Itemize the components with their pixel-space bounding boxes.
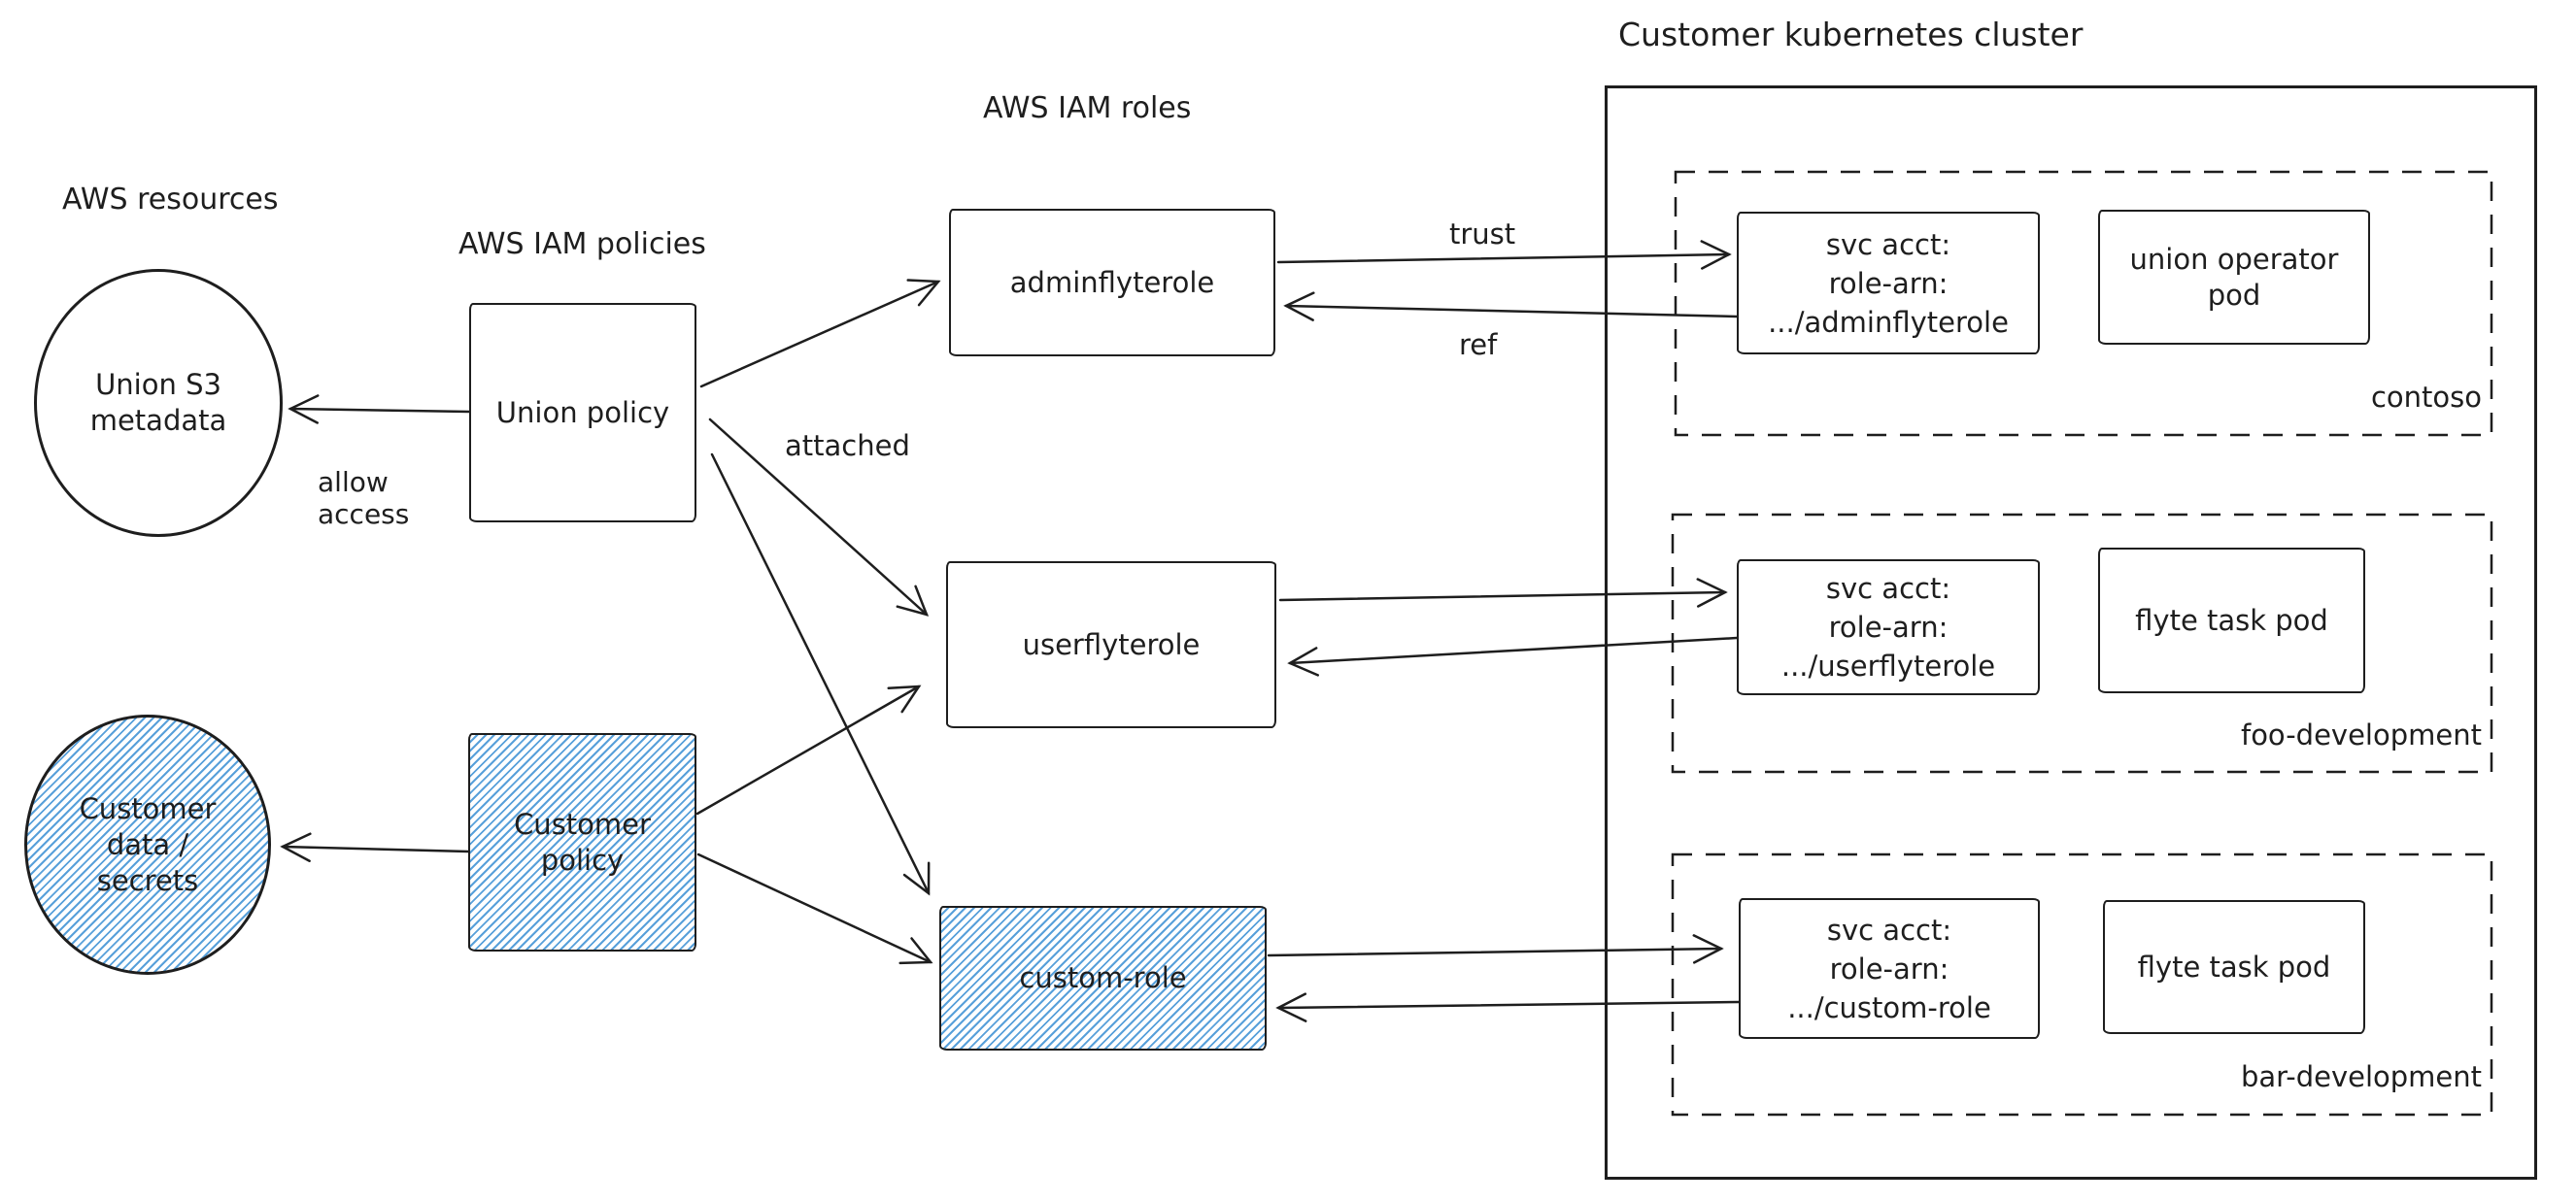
aws-resources-label: AWS resources: [62, 183, 279, 217]
userflyterole-box: userflyterole: [946, 561, 1276, 728]
arrow-customer-policy-to-custom-role: [696, 852, 933, 965]
userflyterole-label: userflyterole: [1022, 627, 1201, 661]
adminflyterole-label: adminflyterole: [1009, 265, 1215, 299]
arrow-union-policy-to-userflyterole: [708, 418, 930, 617]
namespace-label-foo-development: foo-development: [2240, 718, 2482, 752]
pod-label-foo-development: flyte task pod: [2135, 603, 2328, 637]
namespace-border-contoso: [1674, 170, 2493, 437]
arrow-svcacct-to-custom-role: [1275, 992, 1741, 1022]
cluster-title: Customer kubernetes cluster: [1618, 16, 2084, 53]
pod-label-contoso: union operator pod: [2129, 242, 2339, 312]
customer-policy-box: Customer policy: [468, 733, 696, 952]
svc-acct-box-bar-development: svc acct: role-arn: .../custom-role: [1739, 898, 2040, 1039]
pod-box-foo-development: flyte task pod: [2098, 548, 2365, 693]
customer-policy-label: Customer policy: [514, 807, 651, 877]
trust-label: trust: [1449, 217, 1516, 251]
arrow-union-policy-to-adminflyterole: [699, 279, 941, 388]
aws-iam-policies-label: AWS IAM policies: [458, 227, 706, 261]
ref-label: ref: [1459, 328, 1498, 361]
arrow-trust-adminflyterole-to-svcacct: [1276, 240, 1732, 270]
attached-label: attached: [785, 429, 910, 462]
customer-data-secrets-label: Customer data / secrets: [79, 791, 217, 897]
union-s3-metadata-label: Union S3 metadata: [89, 368, 227, 437]
adminflyterole-box: adminflyterole: [949, 209, 1275, 356]
svc-acct-label-foo-development: svc acct: role-arn: .../userflyterole: [1780, 572, 1996, 683]
kubernetes-cluster-box: [1605, 85, 2537, 1180]
custom-role-label: custom-role: [1019, 961, 1187, 994]
customer-data-secrets-circle: Customer data / secrets: [24, 715, 271, 975]
arrow-userflyterole-to-svcacct: [1278, 578, 1728, 608]
namespace-border-bar-development: [1671, 852, 2493, 1117]
namespace-label-contoso: contoso: [2370, 381, 2482, 414]
namespace-label-bar-development: bar-development: [2240, 1060, 2482, 1093]
pod-box-bar-development: flyte task pod: [2103, 900, 2365, 1034]
arrow-ref-svcacct-to-adminflyterole: [1283, 291, 1739, 321]
svc-acct-box-contoso: svc acct: role-arn: .../adminflyterole: [1737, 212, 2040, 354]
arrow-customer-policy-to-data: [280, 832, 470, 862]
arrow-union-policy-to-s3: [288, 394, 471, 424]
allow-access-label: allow access: [318, 466, 410, 530]
custom-role-box: custom-role: [939, 906, 1267, 1051]
svc-acct-label-contoso: svc acct: role-arn: .../adminflyterole: [1768, 227, 2009, 339]
union-policy-box: Union policy: [469, 303, 696, 522]
namespace-border-foo-development: [1671, 513, 2493, 774]
pod-box-contoso: union operator pod: [2098, 210, 2370, 345]
arrow-custom-role-to-svcacct: [1267, 934, 1724, 964]
pod-label-bar-development: flyte task pod: [2137, 950, 2331, 984]
aws-iam-roles-label: AWS IAM roles: [983, 91, 1192, 125]
svc-acct-box-foo-development: svc acct: role-arn: .../userflyterole: [1737, 559, 2040, 695]
union-s3-metadata-circle: Union S3 metadata: [34, 269, 283, 537]
arrow-customer-policy-to-userflyterole: [695, 685, 922, 816]
arrow-svcacct-to-userflyterole: [1287, 636, 1739, 677]
arrow-union-policy-to-custom-role: [710, 452, 931, 896]
svc-acct-label-bar-development: svc acct: role-arn: .../custom-role: [1787, 913, 1991, 1024]
union-policy-label: Union policy: [495, 395, 670, 429]
